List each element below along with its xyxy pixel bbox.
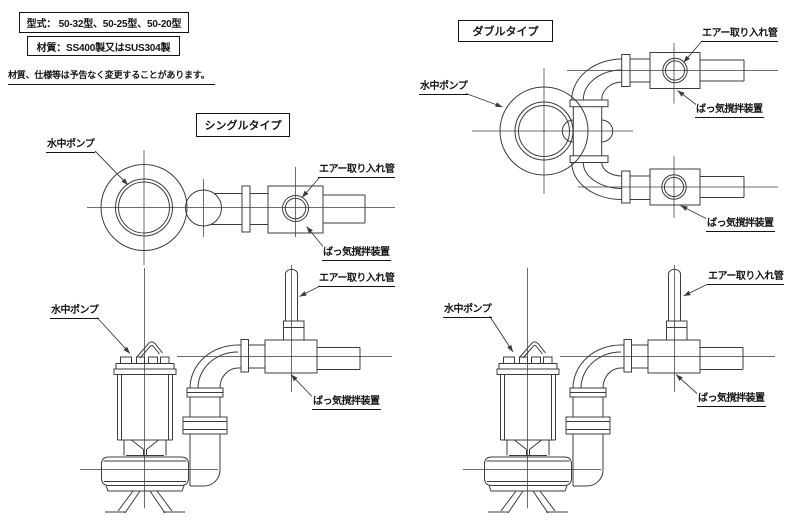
flange-plan: [241, 185, 251, 233]
leader: [675, 374, 698, 394]
aerator-plan: [649, 52, 701, 89]
flange-plan: [621, 170, 631, 204]
pipe-plan: [630, 175, 650, 200]
leader: [94, 150, 129, 186]
flange-plan: [621, 54, 631, 87]
outlet-plan: [323, 194, 366, 224]
tee-flange: [569, 99, 609, 108]
leader: [465, 93, 503, 108]
leader: [489, 315, 514, 353]
leader: [683, 284, 708, 297]
double-type-side-view: [462, 264, 776, 514]
leader: [680, 205, 707, 219]
discharge-elbow-plan: [185, 189, 222, 227]
callout-aerator-single-side: ばっ気撹拌装置: [312, 396, 381, 410]
callout-pump-double-side: 水中ポンプ: [443, 304, 493, 318]
leader: [677, 90, 697, 105]
outlet-plan: [700, 59, 745, 82]
callout-air-double-side: エアー取り入れ管: [707, 271, 785, 285]
lower-elbow: [571, 162, 623, 200]
section-title-double: ダブルタイプ: [458, 20, 553, 42]
disclaimer-note: 材質、仕様等は予告なく変更することがあります。: [8, 68, 215, 85]
tee-body: [572, 106, 603, 156]
pump-plan-ring: [518, 105, 570, 157]
leader: [306, 226, 324, 247]
leader-lines: [94, 40, 708, 397]
callout-pump-double-plan: 水中ポンプ: [419, 81, 469, 95]
outlet-plan: [700, 176, 745, 198]
tee-flange: [569, 155, 609, 164]
tee-side-bosses: [561, 119, 614, 143]
air-port-plan: [663, 176, 685, 198]
callout-air-single-plan: エアー取り入れ管: [318, 164, 396, 178]
leader: [96, 317, 131, 354]
callout-air-single-side: エアー取り入れ管: [318, 273, 396, 287]
air-port-plan: [282, 195, 309, 222]
callout-aerator-double-plan-top: ばっ気撹拌装置: [695, 104, 764, 118]
leader: [290, 374, 313, 397]
single-type-plan-view: [87, 150, 395, 265]
callout-pump-single-plan: 水中ポンプ: [46, 139, 96, 153]
callout-aerator-double-side: ばっ気撹拌装置: [697, 393, 766, 407]
model-box: 型式： 50-32型、50-25型、50-20型: [19, 12, 189, 33]
pump-plan-outer: [100, 164, 188, 251]
double-type-plan-view: [472, 43, 778, 218]
aerator-plan: [267, 185, 324, 234]
air-port-plan: [661, 174, 687, 200]
callout-aerator-double-plan-bottom: ばっ気撹拌装置: [706, 218, 775, 232]
leader: [301, 176, 321, 198]
air-port-plan: [284, 197, 307, 220]
leader: [299, 286, 320, 297]
aerator-plan: [649, 168, 701, 206]
pump-plan-outer: [499, 86, 589, 176]
air-port-plan: [664, 60, 686, 81]
pipe-plan: [630, 58, 650, 83]
pipe-plan: [211, 193, 268, 225]
callout-aerator-single-plan: ばっ気撹拌装置: [322, 247, 391, 261]
air-port-plan: [662, 57, 688, 84]
leader: [683, 40, 703, 63]
pump-plan-ring: [115, 178, 173, 237]
section-title-single: シングルタイプ: [196, 113, 290, 137]
pump-plan-ring: [118, 181, 170, 234]
material-box: 材質：SS400製又はSUS304製: [27, 36, 180, 56]
callout-pump-single-side: 水中ポンプ: [50, 305, 100, 319]
single-type-side-view: [79, 264, 393, 514]
callout-air-double-plan: エアー取り入れ管: [701, 28, 779, 42]
upper-elbow: [571, 58, 623, 101]
